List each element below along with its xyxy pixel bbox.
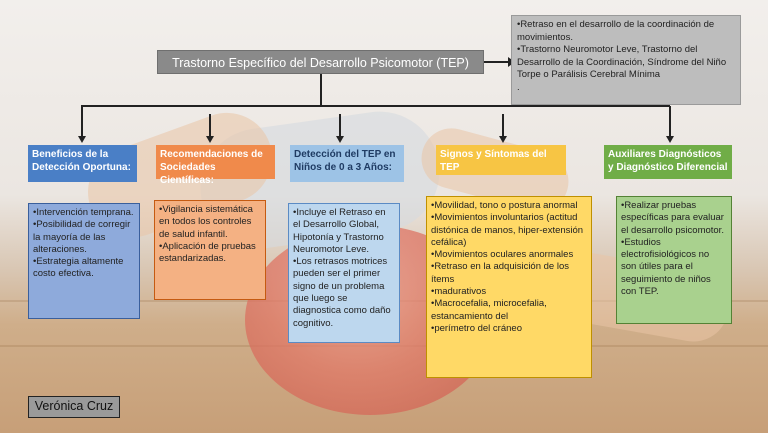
list-item: •Macrocefalia, microcefalia, estancamien… (431, 298, 547, 322)
list-item: •Realizar pruebas específicas para evalu… (621, 200, 724, 236)
arrowhead (499, 136, 507, 143)
connector-line (502, 114, 504, 137)
connector-line (209, 114, 211, 137)
list-item: •Posibilidad de corregir la mayoría de l… (33, 219, 131, 255)
connector-line (320, 74, 322, 106)
list-item: •perímetro del cráneo (431, 322, 522, 334)
header-recomendaciones: Recomendaciones de Sociedades Científica… (156, 145, 275, 186)
list-item: •Incluye el Retraso en el Desarrollo Glo… (293, 207, 386, 255)
list-item: •madurativos (431, 286, 487, 298)
box-beneficios: •Intervención temprana. •Posibilidad de … (28, 203, 140, 319)
box-recomendaciones: •Vigilancia sistemática en todos los con… (154, 200, 266, 300)
connector-line (81, 105, 670, 107)
connector-line (669, 106, 671, 137)
connector-line (81, 106, 83, 137)
box-signos: •Movilidad, tono o postura anormal •Movi… (426, 196, 592, 378)
list-item: •Movilidad, tono o postura anormal (431, 200, 578, 211)
list-item: •Retraso en la adquisición de los ítems (431, 261, 569, 285)
arrowhead (78, 136, 86, 143)
list-item: •Estudios electrofisiológicos no son úti… (621, 236, 711, 298)
box-auxiliares: •Realizar pruebas específicas para evalu… (616, 196, 732, 324)
connector-line (339, 114, 341, 137)
box-deteccion: •Incluye el Retraso en el Desarrollo Glo… (288, 203, 400, 343)
list-item: •Movimientos oculares anormales (431, 249, 574, 261)
list-item: •Movimientos involuntarios (actitud dist… (431, 212, 584, 248)
list-item: •Vigilancia sistemática en todos los con… (159, 204, 253, 240)
arrowhead (336, 136, 344, 143)
list-item: •Los retrasos motrices pueden ser el pri… (293, 256, 391, 329)
arrowhead (666, 136, 674, 143)
list-item: •Intervención temprana. (33, 207, 134, 218)
list-item: •Estrategia altamente costo efectiva. (33, 256, 124, 280)
note-line: •Retraso en el desarrollo de la coordina… (517, 19, 715, 43)
author-signature: Verónica Cruz (28, 396, 120, 418)
note-line: •Trastorno Neuromotor Leve, Trastorno de… (517, 44, 727, 80)
header-auxiliares: Auxiliares Diagnósticos y Diagnóstico Di… (604, 145, 732, 179)
definition-note: •Retraso en el desarrollo de la coordina… (511, 15, 741, 105)
arrowhead (206, 136, 214, 143)
note-line: . (517, 81, 520, 93)
connector-line (484, 61, 510, 63)
diagram-title: Trastorno Específico del Desarrollo Psic… (157, 50, 484, 74)
header-deteccion: Detección del TEP en Niños de 0 a 3 Años… (290, 145, 404, 182)
header-beneficios: Beneficios de la Detección Oportuna: (28, 145, 137, 182)
header-signos: Signos y Síntomas del TEP (436, 145, 566, 175)
list-item: •Aplicación de pruebas estandarizadas. (159, 240, 256, 265)
